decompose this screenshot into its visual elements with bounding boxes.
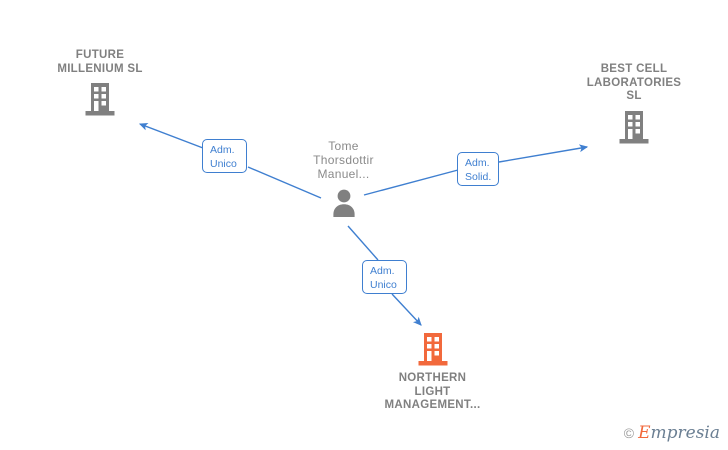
edge-segment-person-to-rel-solid: [363, 169, 459, 196]
node-future-millenium[interactable]: FUTURE MILLENIUM SL: [37, 49, 163, 116]
building-icon: [85, 83, 115, 116]
building-icon: [418, 333, 447, 366]
node-northern-light-management[interactable]: NORTHERN LIGHT MANAGEMENT...: [359, 332, 506, 413]
brand-wordmark: Empresia: [638, 424, 720, 442]
building-icon: [619, 110, 649, 143]
edge-segment-person-to-rel-unico-left: [247, 166, 322, 199]
node-tome-thorsdottir[interactable]: Tome Thorsdottir Manuel...: [297, 139, 390, 218]
brand-initial: E: [638, 423, 651, 443]
empresia-watermark: © Empresia: [624, 424, 720, 442]
node-best-cell-laboratories[interactable]: BEST CELL LABORATORIES SL: [570, 63, 698, 144]
relation-box-adm-unico-northern-light[interactable]: Adm. Unico: [362, 260, 407, 294]
edge-segment-rel-unico-left-to-future-millenium: [138, 123, 204, 149]
copyright-icon: ©: [623, 425, 635, 441]
relation-box-adm-solid-best-cell[interactable]: Adm. Solid.: [457, 152, 499, 186]
brand-rest: mpresia: [650, 423, 721, 443]
node-label-northern-light-management: NORTHERN LIGHT MANAGEMENT...: [384, 372, 481, 411]
edge-segment-rel-solid-to-best-cell: [498, 144, 589, 163]
relation-box-adm-unico-future-millenium[interactable]: Adm. Unico: [202, 139, 247, 173]
node-label-future-millenium: FUTURE MILLENIUM SL: [57, 49, 143, 75]
edge-segment-person-to-rel-unico-bottom: [347, 225, 379, 261]
node-label-tome-thorsdottir: Tome Thorsdottir Manuel...: [313, 139, 374, 181]
person-icon: [332, 189, 355, 217]
node-label-best-cell-laboratories: BEST CELL LABORATORIES SL: [586, 63, 682, 102]
edge-segment-rel-unico-bottom-to-northern-light: [391, 293, 422, 326]
